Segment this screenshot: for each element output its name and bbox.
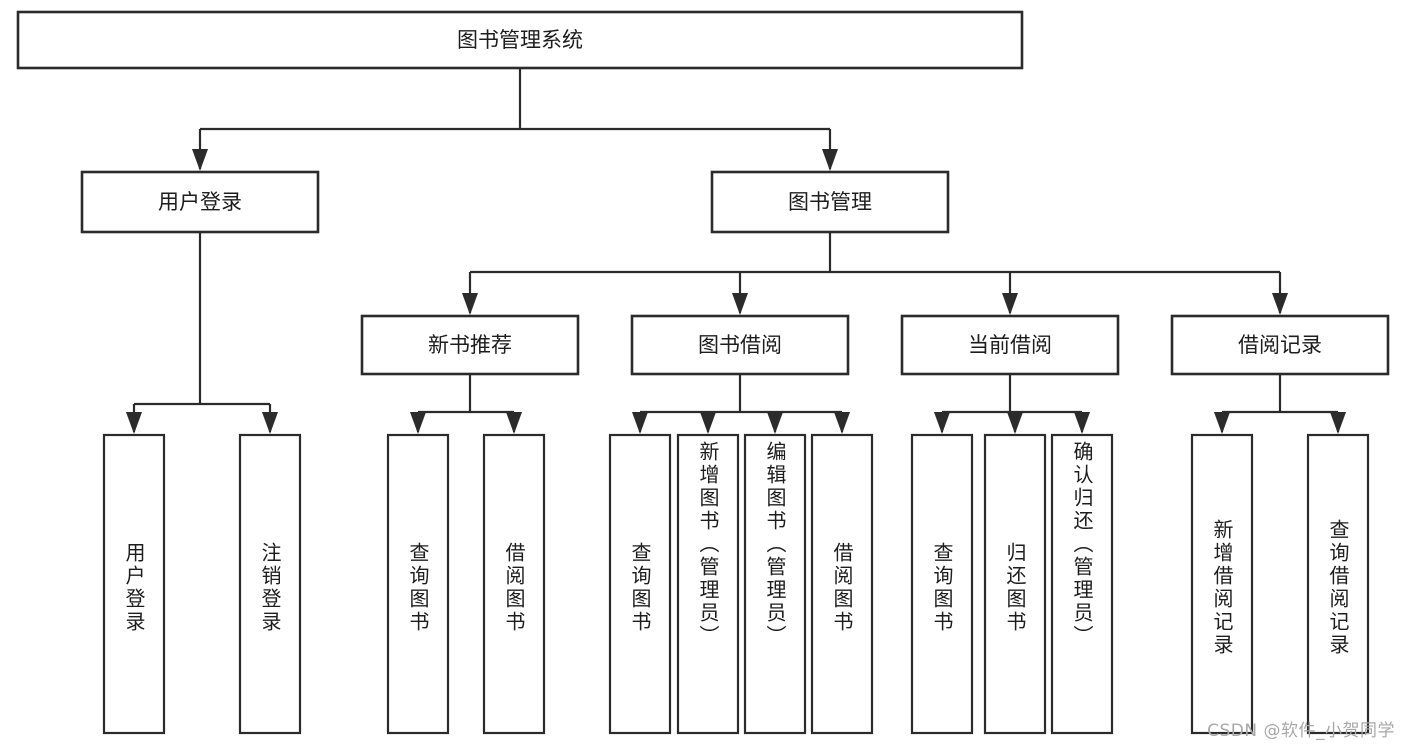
- node-leaf-12[interactable]: [1306, 433, 1370, 735]
- node-leaf-0[interactable]: [102, 433, 166, 735]
- node-level3-1[interactable]: [630, 314, 850, 376]
- node-leaf-7[interactable]: [810, 433, 874, 735]
- node-leaf-8[interactable]: [910, 433, 974, 735]
- node-level3-2[interactable]: [900, 314, 1120, 376]
- node-box-layer: [16, 10, 1390, 735]
- node-leaf-4[interactable]: [608, 433, 672, 735]
- node-leaf-5[interactable]: [676, 433, 740, 735]
- node-level2-label-0: 用户登录: [158, 190, 242, 214]
- node-leaf-6[interactable]: [743, 433, 807, 735]
- arrow-head-icon-leaf-3-0: [934, 412, 950, 434]
- node-leaf-11[interactable]: [1190, 433, 1254, 735]
- arrow-head-icon-level3-2: [1002, 293, 1018, 315]
- node-level2-0[interactable]: [80, 170, 320, 234]
- arrow-head-icon-leaf-1-1: [506, 412, 522, 434]
- arrow-head-icon-level2-0: [192, 149, 208, 171]
- arrow-head-icon-level3-3: [1272, 293, 1288, 315]
- node-leaf-3[interactable]: [482, 433, 546, 735]
- arrow-head-icon-leaf-2-3: [834, 412, 850, 434]
- node-root[interactable]: [16, 10, 1024, 70]
- arrow-head-icon-leaf-3-1: [1007, 412, 1023, 434]
- arrow-head-icon-leaf-4-0: [1214, 412, 1230, 434]
- node-level3-label-2: 当前借阅: [968, 333, 1052, 357]
- node-level2-label-1: 图书管理: [788, 190, 872, 214]
- arrow-head-icon-level3-1: [732, 293, 748, 315]
- node-leaf-9[interactable]: [983, 433, 1047, 735]
- arrow-head-icon-leaf-2-2: [767, 412, 783, 434]
- arrow-head-icon-leaf-2-0: [632, 412, 648, 434]
- arrow-head-icon-leaf-4-1: [1330, 412, 1346, 434]
- node-leaf-1[interactable]: [238, 433, 302, 735]
- node-level3-label-1: 图书借阅: [698, 333, 782, 357]
- node-leaf-2[interactable]: [386, 433, 450, 735]
- csdn-watermark: CSDN @软件_小贺同学: [1207, 721, 1395, 741]
- arrow-head-icon-leaf-1-0: [410, 412, 426, 434]
- node-level2-1[interactable]: [710, 170, 950, 234]
- connector-layer: [126, 68, 1346, 434]
- node-level3-label-3: 借阅记录: [1238, 333, 1322, 357]
- node-level3-label-0: 新书推荐: [428, 333, 512, 357]
- node-root-label: 图书管理系统: [457, 28, 583, 52]
- node-level3-0[interactable]: [360, 314, 580, 376]
- arrow-head-icon-leaf-0-1: [262, 412, 278, 434]
- arrow-head-icon-leaf-3-2: [1074, 412, 1090, 434]
- arrow-head-icon-level2-1: [822, 149, 838, 171]
- arrow-head-icon-level3-0: [462, 293, 478, 315]
- arrow-head-icon-leaf-2-1: [700, 412, 716, 434]
- node-leaf-10[interactable]: [1050, 433, 1114, 735]
- node-level3-3[interactable]: [1170, 314, 1390, 376]
- arrow-head-icon-leaf-0-0: [126, 412, 142, 434]
